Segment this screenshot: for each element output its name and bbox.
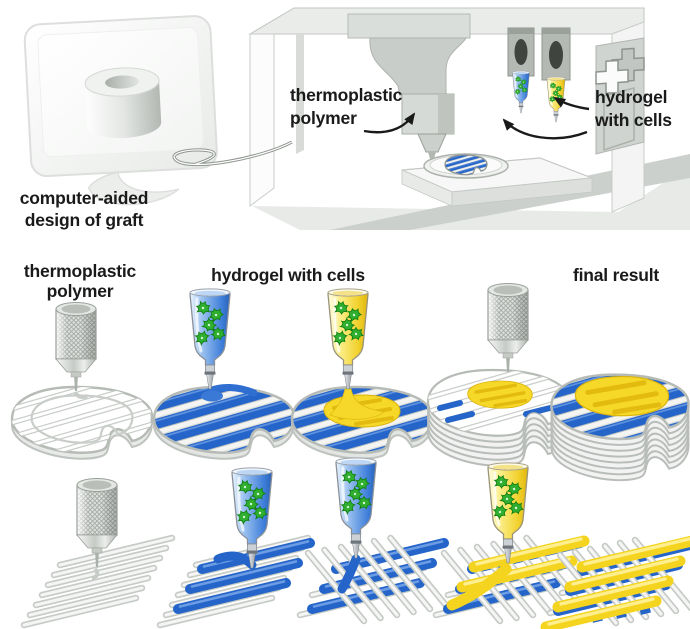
syringe-mounts bbox=[507, 27, 571, 122]
label-cad-line2: design of graft bbox=[25, 210, 144, 230]
build-platform bbox=[401, 153, 593, 207]
step-yellow-hydrogel-print bbox=[290, 289, 434, 460]
header-final-result: final result bbox=[573, 265, 659, 285]
lattice-step-yellow-print bbox=[436, 463, 584, 621]
label-thermoplastic-top-line2: polymer bbox=[290, 108, 357, 128]
printer-frame-left bbox=[249, 33, 275, 207]
blue-extrudate-lattice bbox=[213, 551, 257, 570]
cad-model-graphic bbox=[84, 67, 162, 139]
label-thermoplastic-top-line1: thermoplastic bbox=[290, 85, 403, 105]
lattice-step-cross-layer bbox=[300, 458, 447, 621]
gantry-arm bbox=[347, 13, 471, 162]
monitor bbox=[23, 15, 218, 206]
final-yellow-core bbox=[575, 377, 668, 416]
yellow-pour bbox=[329, 388, 385, 420]
yellow-extrudate-lattice bbox=[446, 563, 512, 611]
step-next-layer-print bbox=[420, 282, 576, 467]
lattice-step-scaffold bbox=[24, 477, 172, 626]
printer-floor bbox=[252, 166, 690, 230]
final-lattice-scaffold bbox=[546, 539, 690, 627]
arrow-to-nozzle bbox=[363, 112, 416, 134]
cable bbox=[172, 140, 293, 167]
header-thermoplastic-line1: thermoplastic bbox=[24, 261, 137, 281]
lattice-step-blue-print bbox=[160, 468, 310, 625]
arrow-to-blue-syringe bbox=[502, 118, 588, 140]
final-graft-stack bbox=[550, 373, 690, 482]
blue-extrudate bbox=[206, 384, 258, 397]
header-thermoplastic-line2: polymer bbox=[47, 281, 114, 301]
step-blue-hydrogel-print bbox=[152, 289, 296, 460]
label-hydrogel-top-line2: with cells bbox=[594, 110, 672, 130]
arrow-to-yellow-syringe bbox=[553, 96, 590, 111]
stack-top-strands bbox=[420, 355, 576, 442]
print-nozzle-tip bbox=[428, 152, 436, 162]
printed-construct bbox=[444, 154, 488, 176]
printer-frame-pillar bbox=[296, 34, 304, 154]
label-hydrogel-top-line1: hydrogel bbox=[595, 87, 667, 107]
monitor-stand bbox=[87, 171, 180, 206]
step-scaffold-print bbox=[10, 301, 154, 460]
print-nozzle bbox=[417, 133, 447, 153]
header-hydrogel: hydrogel with cells bbox=[211, 265, 365, 285]
mounting-bracket bbox=[595, 37, 645, 155]
label-cad-line1: computer-aided bbox=[20, 188, 148, 208]
blue-extrudate-lattice-2 bbox=[337, 554, 361, 594]
